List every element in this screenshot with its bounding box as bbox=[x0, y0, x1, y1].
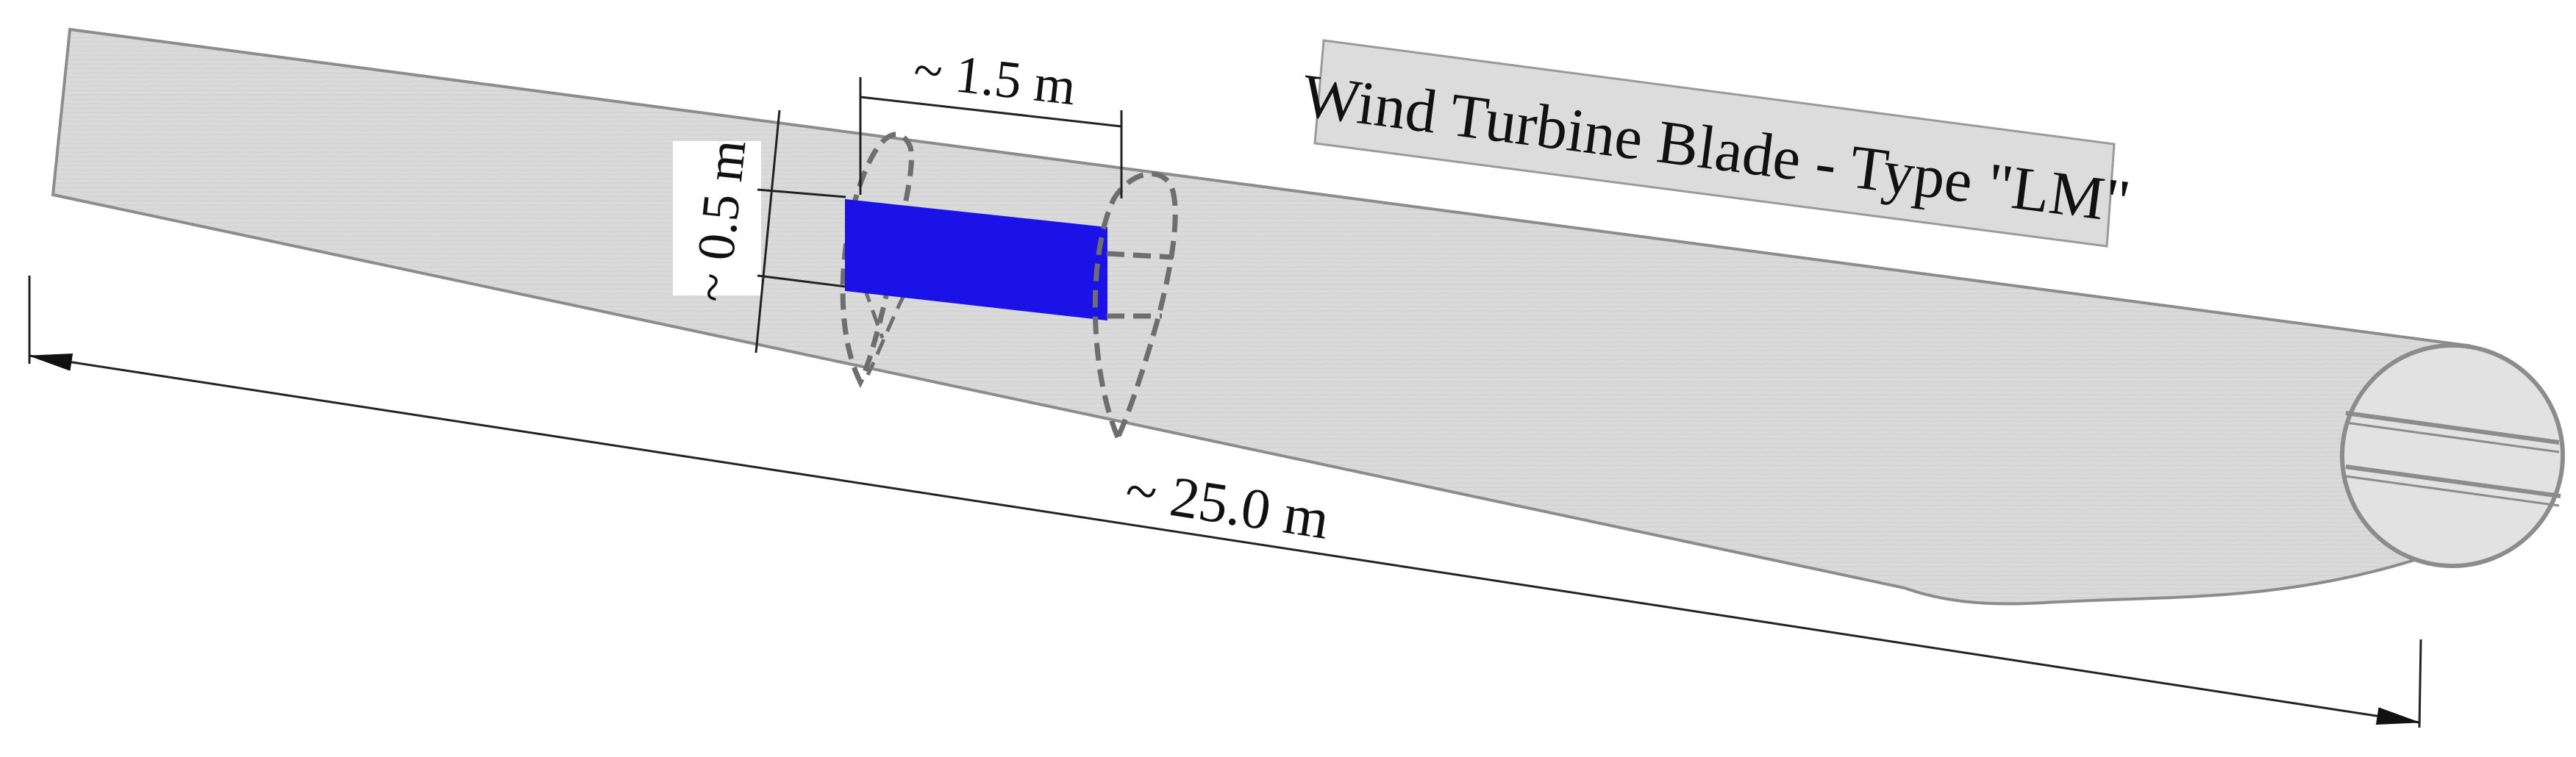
dimension-section-length bbox=[859, 77, 1123, 198]
blade-root-section bbox=[2340, 343, 2565, 568]
blade-length-label: ~ 25.0 m bbox=[1121, 457, 1333, 551]
dimension-line-section-height bbox=[754, 110, 781, 354]
dimension-line-section-length bbox=[860, 96, 1122, 128]
dimension-line-blade-length bbox=[28, 353, 2421, 725]
extension-line-root bbox=[2418, 639, 2422, 728]
dimension-section-height bbox=[754, 110, 846, 354]
height-ext-bottom bbox=[757, 274, 846, 288]
title-box-background bbox=[1313, 39, 2116, 248]
height-label-box bbox=[673, 141, 761, 295]
dimension-blade-length bbox=[28, 276, 2422, 728]
root-circle bbox=[2340, 343, 2565, 568]
section-outline-right bbox=[1092, 171, 1178, 444]
spar-cap-section bbox=[845, 198, 1107, 321]
